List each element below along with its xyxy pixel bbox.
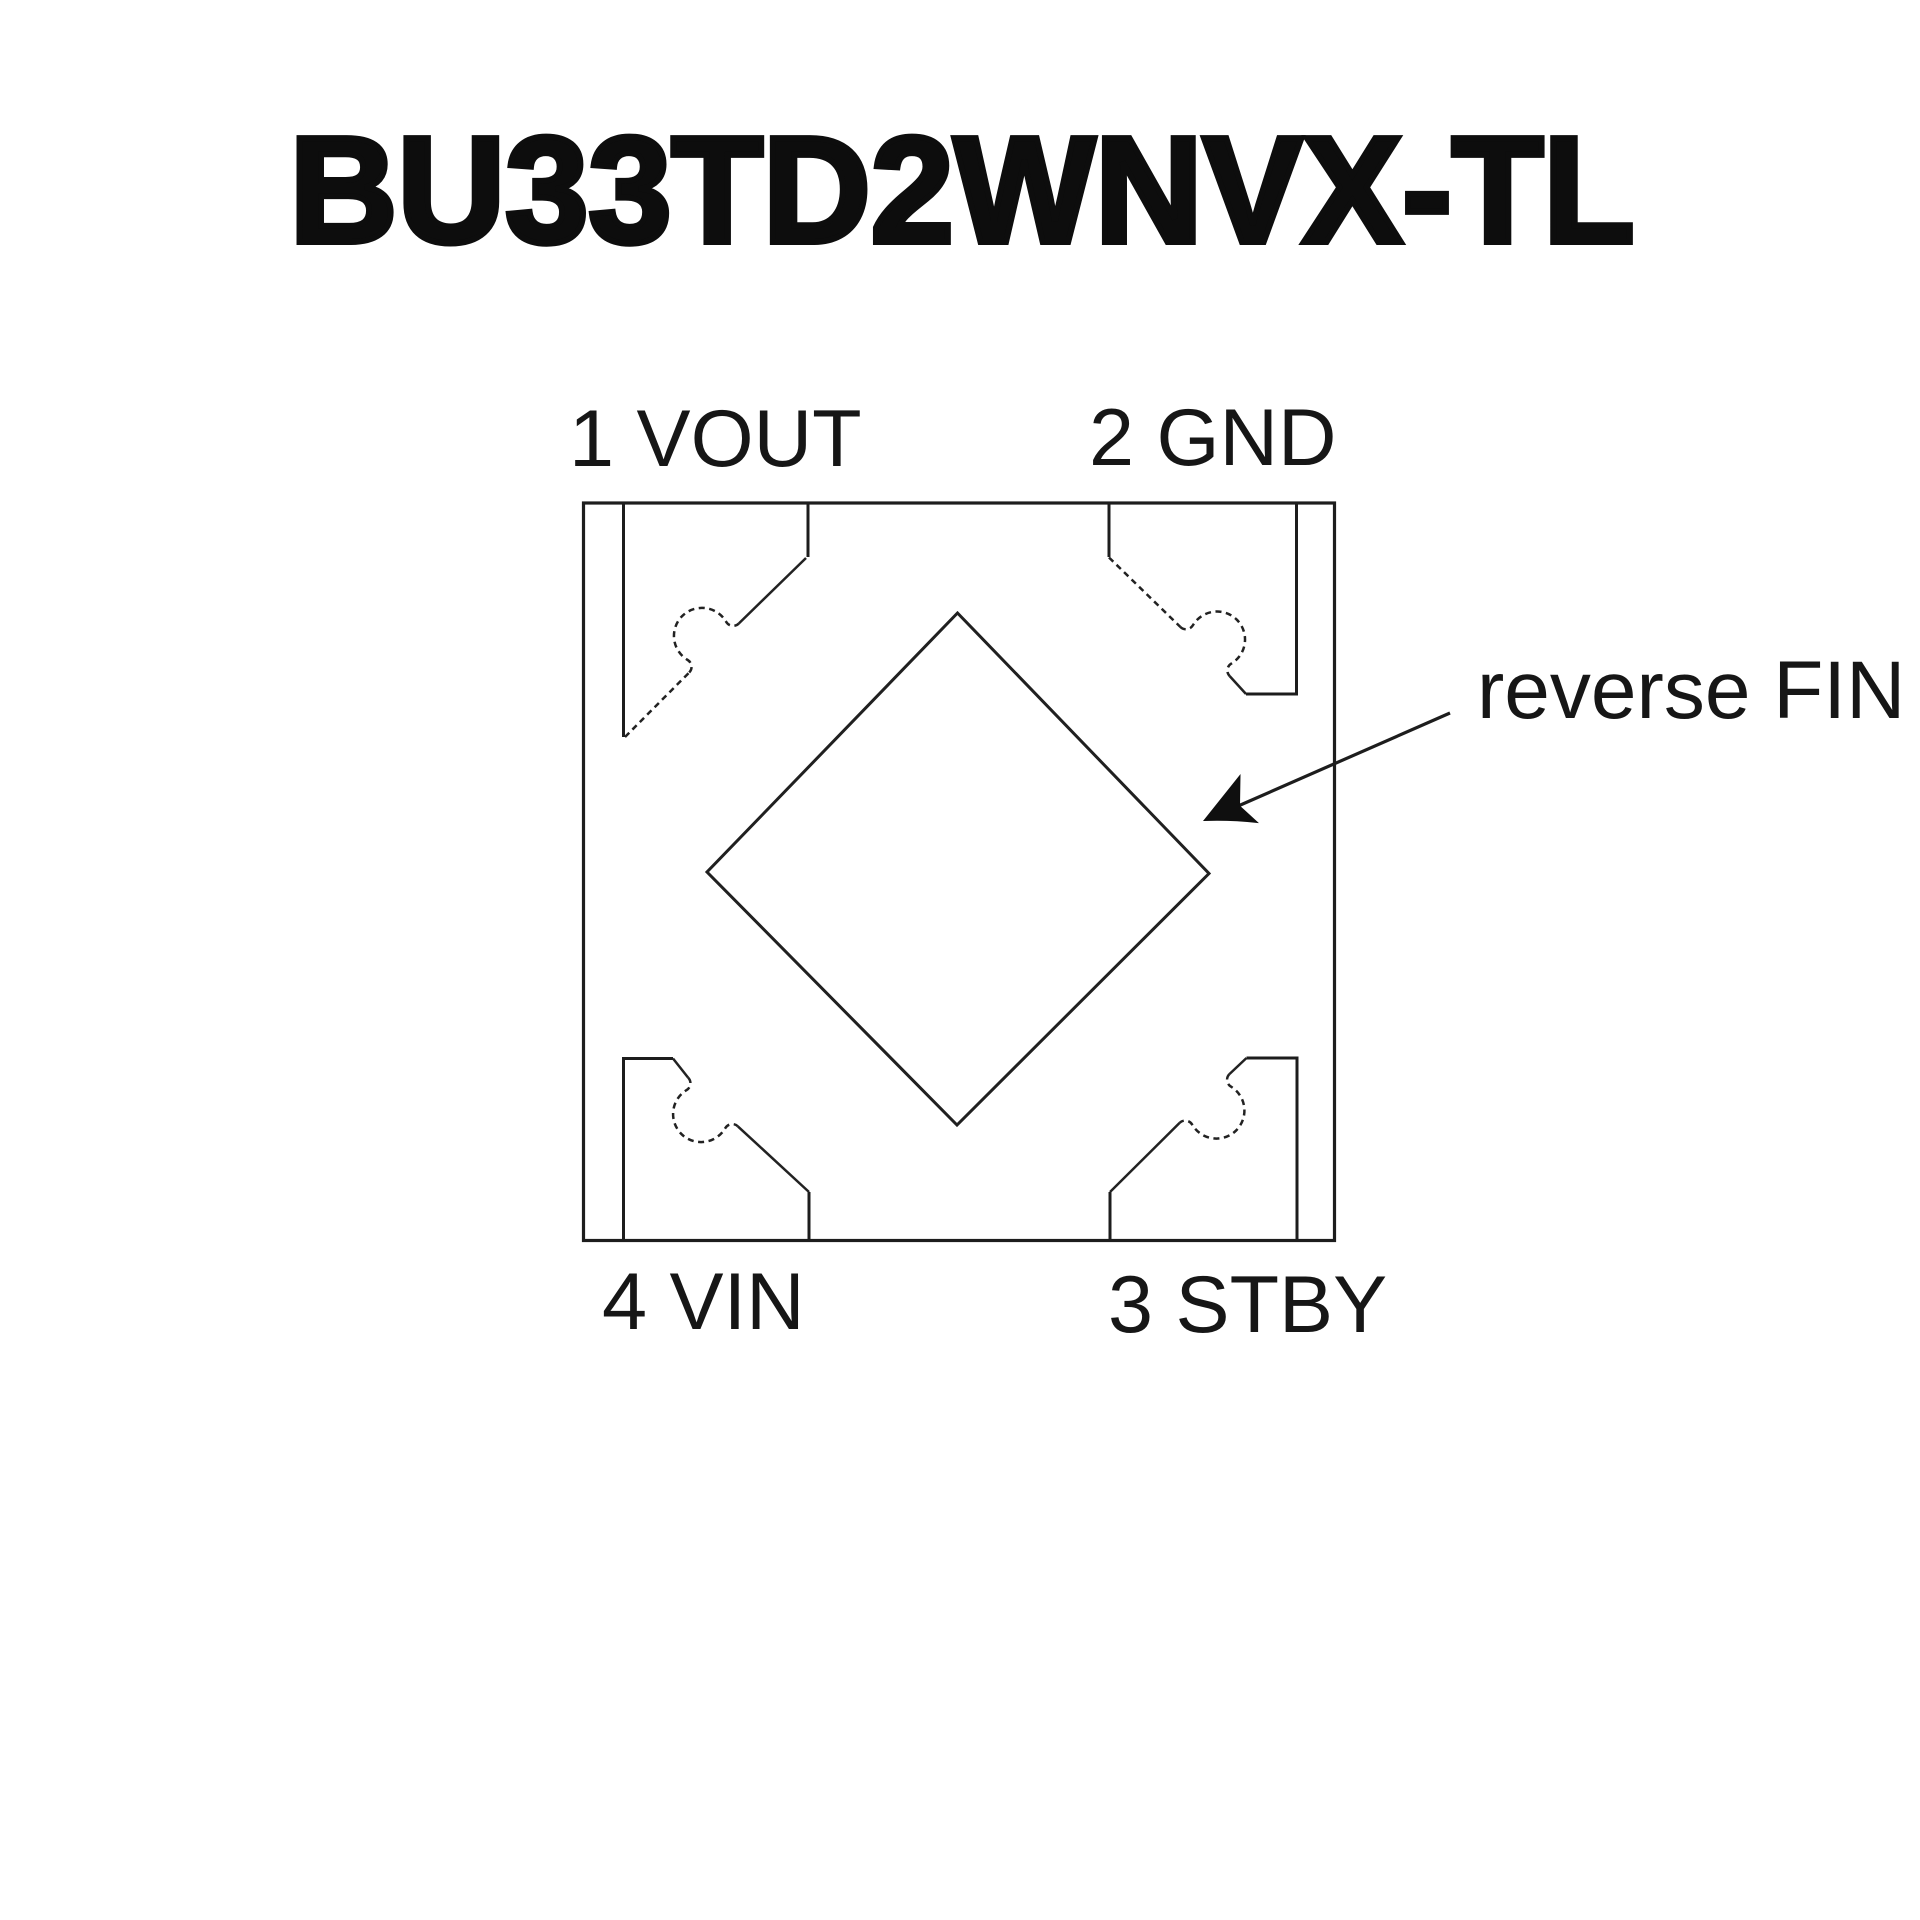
svg-text:BU33TD2WNVX-TL: BU33TD2WNVX-TL (290, 105, 1635, 274)
svg-text:2 GND: 2 GND (1089, 393, 1337, 483)
svg-text:1 VOUT: 1 VOUT (569, 394, 862, 484)
svg-text:4 VIN: 4 VIN (602, 1257, 805, 1347)
svg-text:3 STBY: 3 STBY (1108, 1260, 1387, 1350)
svg-text:reverse FIN: reverse FIN (1477, 645, 1905, 736)
